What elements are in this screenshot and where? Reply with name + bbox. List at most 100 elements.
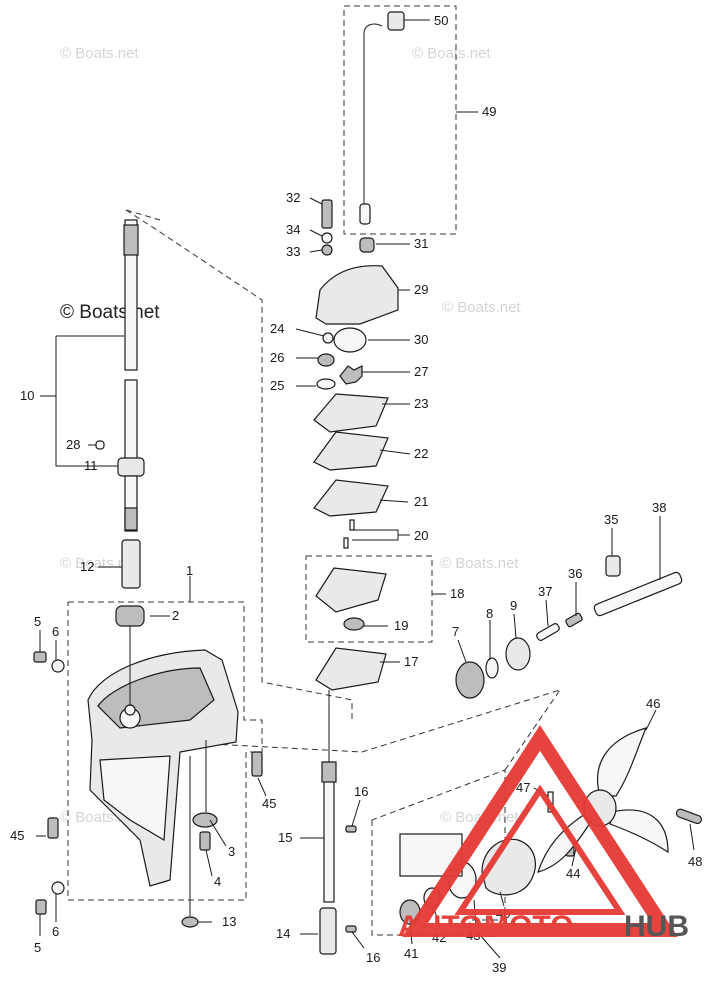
callout-label: 2 — [172, 608, 179, 623]
logo-triangle-inner — [454, 784, 626, 915]
callout-label: 17 — [404, 654, 418, 669]
pin-37 — [536, 623, 560, 641]
callout-label: 24 — [270, 321, 284, 336]
callout-label: 14 — [276, 926, 290, 941]
washer-34 — [321, 232, 333, 244]
watermark: © Boats.net — [440, 555, 519, 572]
shift-rod-15-tip — [321, 761, 337, 783]
callout-labels: 1 2 3 4 5 5 6 6 7 8 9 10 11 12 13 14 15 … — [10, 13, 702, 975]
shift-rod-15 — [323, 761, 335, 903]
callout-label: 31 — [414, 236, 428, 251]
callout-label: 12 — [80, 559, 94, 574]
callout-label: 45 — [262, 796, 276, 811]
callout-label: 33 — [286, 244, 300, 259]
bearing-7 — [455, 661, 485, 699]
spring-36 — [565, 612, 583, 628]
callout-label: 23 — [414, 396, 428, 411]
grommet-50 — [387, 11, 405, 31]
pump-housing-29 — [315, 265, 399, 325]
gearcase-housing — [87, 649, 239, 887]
gasket-17 — [315, 647, 387, 691]
screw-32 — [321, 199, 333, 229]
driveshaft — [95, 219, 145, 532]
callout-label: 11 — [84, 458, 98, 473]
seal-19 — [343, 617, 365, 631]
base-18 — [315, 567, 387, 613]
callout-label: 47 — [516, 780, 530, 795]
group-box-49 — [343, 5, 457, 235]
callout-label: 13 — [222, 914, 236, 929]
callout-label: 32 — [286, 190, 300, 205]
callout-label: 25 — [270, 378, 284, 393]
watermark: © Boats.net — [442, 299, 521, 316]
callout-label: 35 — [604, 512, 618, 527]
callout-label: 6 — [52, 924, 59, 939]
screw-4 — [199, 831, 211, 851]
callout-label: 21 — [414, 494, 428, 509]
reference-outline-5 — [504, 689, 561, 771]
washer-6 — [51, 659, 65, 673]
bearing-2 — [115, 605, 145, 627]
callout-label: 16 — [366, 950, 380, 965]
seal-26 — [317, 353, 335, 367]
bolt-45 — [251, 751, 263, 777]
callout-label: 49 — [482, 104, 496, 119]
bolt-45 — [47, 817, 59, 839]
watermark: © Boats.net — [60, 45, 139, 62]
callout-label: 50 — [434, 13, 448, 28]
callout-label: 39 — [492, 960, 506, 975]
watermark: © Boats.net — [440, 809, 519, 826]
callout-label: 41 — [404, 946, 418, 961]
screw-5 — [33, 651, 47, 663]
grommet-31 — [359, 237, 375, 253]
callout-label: 8 — [486, 606, 493, 621]
pin-16 — [345, 925, 357, 933]
callout-label: 19 — [394, 618, 408, 633]
callout-label: 38 — [652, 500, 666, 515]
logo-word-auto: AUTO — [398, 910, 482, 943]
callout-label: 16 — [354, 784, 368, 799]
gasket-22 — [313, 431, 389, 471]
cotter-pin-48 — [675, 808, 702, 825]
callout-label: 48 — [688, 854, 702, 869]
watermark: © Boats.net — [60, 555, 139, 572]
ring-25 — [316, 378, 336, 390]
logo-word-hub: HUB — [624, 910, 689, 943]
callout-label: 27 — [414, 364, 428, 379]
grommet-13 — [181, 916, 199, 928]
callout-label: 37 — [538, 584, 552, 599]
grommet-3 — [192, 812, 218, 828]
plate-21 — [313, 479, 389, 517]
callout-label: 4 — [214, 874, 221, 889]
callout-label: 7 — [452, 624, 459, 639]
pin-16 — [345, 825, 357, 833]
callout-label: 44 — [566, 866, 580, 881]
impeller-27 — [339, 365, 363, 385]
callout-label: 18 — [450, 586, 464, 601]
callout-label: 9 — [510, 598, 517, 613]
callout-label: 45 — [10, 828, 24, 843]
callout-label: 20 — [414, 528, 428, 543]
callout-label: 5 — [34, 614, 41, 629]
callout-label: 26 — [270, 350, 284, 365]
callout-label: 1 — [186, 563, 193, 578]
washer-33 — [321, 244, 333, 256]
o-ring-24 — [322, 332, 334, 344]
dowel-pin-20 — [343, 537, 349, 549]
reference-outline — [125, 209, 353, 720]
callout-label: 34 — [286, 222, 300, 237]
callout-label: 30 — [414, 332, 428, 347]
insert-30 — [333, 327, 367, 353]
reference-outline-4 — [125, 209, 161, 221]
watermark: © Boats.net — [412, 45, 491, 62]
group-box-18 — [305, 555, 433, 643]
gear-9 — [505, 637, 531, 671]
logo-triangle — [402, 725, 678, 937]
washer-8 — [485, 657, 499, 679]
automotohub-logo: AUTO MOTO HUB — [398, 725, 689, 943]
propeller-46 — [537, 727, 669, 873]
driveshaft-tube — [121, 539, 141, 589]
water-tube — [359, 23, 383, 225]
callout-label: 28 — [66, 437, 80, 452]
